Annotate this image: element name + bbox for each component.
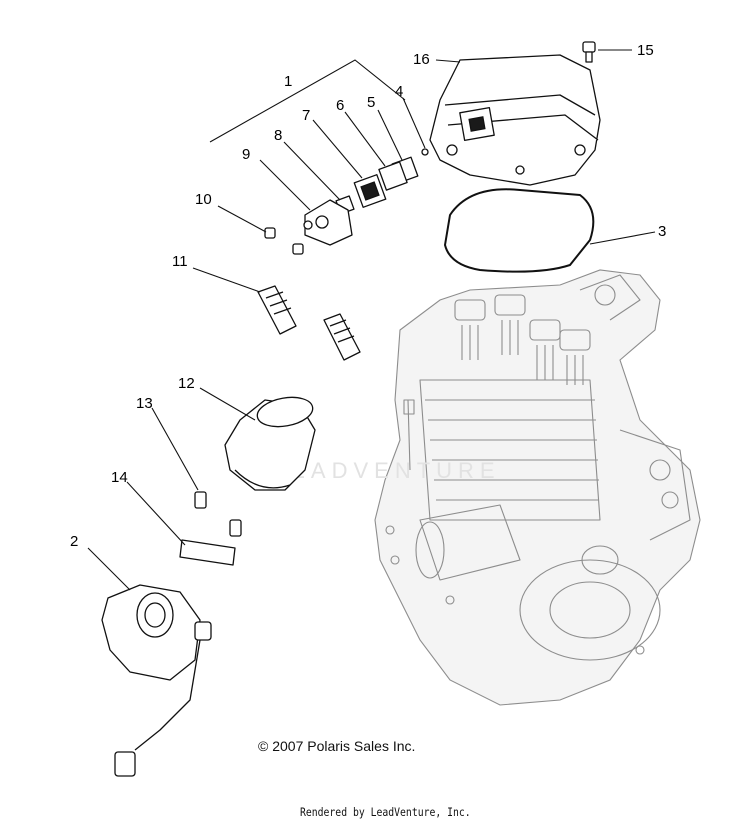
callout-3: 3 <box>658 223 666 240</box>
watermark-text: LEADVENTURE <box>272 458 501 483</box>
callout-13: 13 <box>136 395 153 412</box>
callout-7: 7 <box>302 107 310 124</box>
clamp-pin <box>179 539 236 566</box>
callout-15: 15 <box>637 42 654 59</box>
leader-lines <box>87 49 656 591</box>
callout-2: 2 <box>70 533 78 550</box>
callout-11: 11 <box>172 253 188 270</box>
callout-14: 14 <box>111 469 128 486</box>
callout-5: 5 <box>367 94 375 111</box>
callout-16: 16 <box>413 51 430 68</box>
callout-labels: 1 2 3 4 5 6 7 8 9 10 11 12 13 14 15 16 <box>70 42 666 550</box>
intake-boot <box>224 396 316 491</box>
throttle-body <box>101 584 212 777</box>
copyright-notice: © 2007 Polaris Sales Inc. <box>258 738 416 754</box>
valve-train <box>454 294 591 385</box>
engine-block <box>374 269 701 706</box>
valve-cover-gasket <box>444 188 595 273</box>
breather-housing <box>303 199 353 246</box>
callout-8: 8 <box>274 127 282 144</box>
callout-10: 10 <box>195 191 212 208</box>
callout-6: 6 <box>336 97 344 114</box>
valve-cover <box>429 54 601 186</box>
callout-9: 9 <box>242 146 250 163</box>
spark-plugs <box>257 285 361 361</box>
cover-bolt <box>582 41 596 63</box>
callout-4: 4 <box>395 83 403 100</box>
callout-12: 12 <box>178 375 195 392</box>
rendered-by-credit: Rendered by LeadVenture, Inc. <box>300 805 471 819</box>
housing-bolts <box>264 227 304 255</box>
breather-parts <box>335 148 429 215</box>
callout-1: 1 <box>284 73 292 90</box>
boot-bolts <box>194 491 242 537</box>
